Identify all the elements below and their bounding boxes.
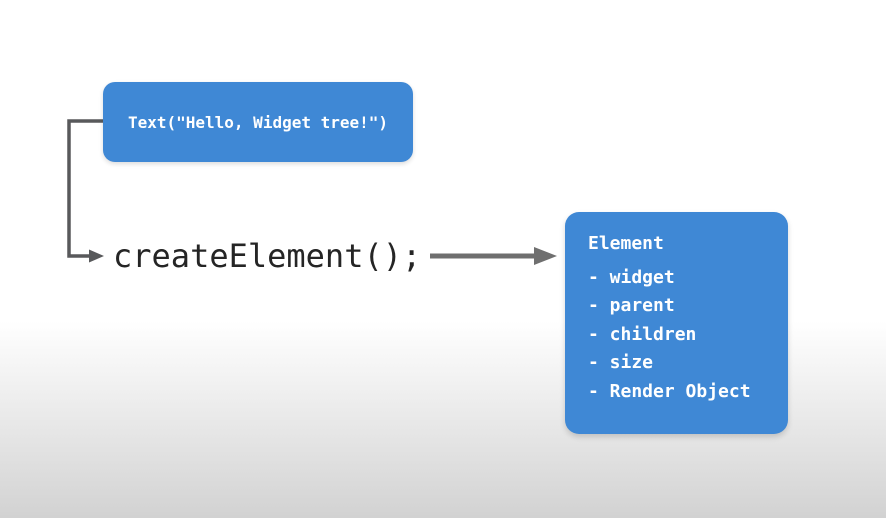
element-box: Element - widget - parent - children - s… <box>565 212 788 434</box>
elbow-connector-line <box>67 119 103 258</box>
create-element-call-text: createElement(); <box>113 237 422 275</box>
element-box-item: - widget <box>588 267 675 288</box>
element-box-item: - parent <box>588 295 675 317</box>
widget-code-label: Text("Hello, Widget tree!") <box>127 112 389 132</box>
element-box-item: - size <box>588 352 654 374</box>
element-box-item: - children <box>588 323 697 345</box>
widget-code-box: Text("Hello, Widget tree!") <box>103 82 413 162</box>
element-box-item: - Render Object <box>588 380 751 402</box>
straight-arrowhead-icon <box>534 247 557 265</box>
elbow-arrowhead-icon <box>89 249 104 263</box>
element-box-title: Element <box>588 233 664 254</box>
